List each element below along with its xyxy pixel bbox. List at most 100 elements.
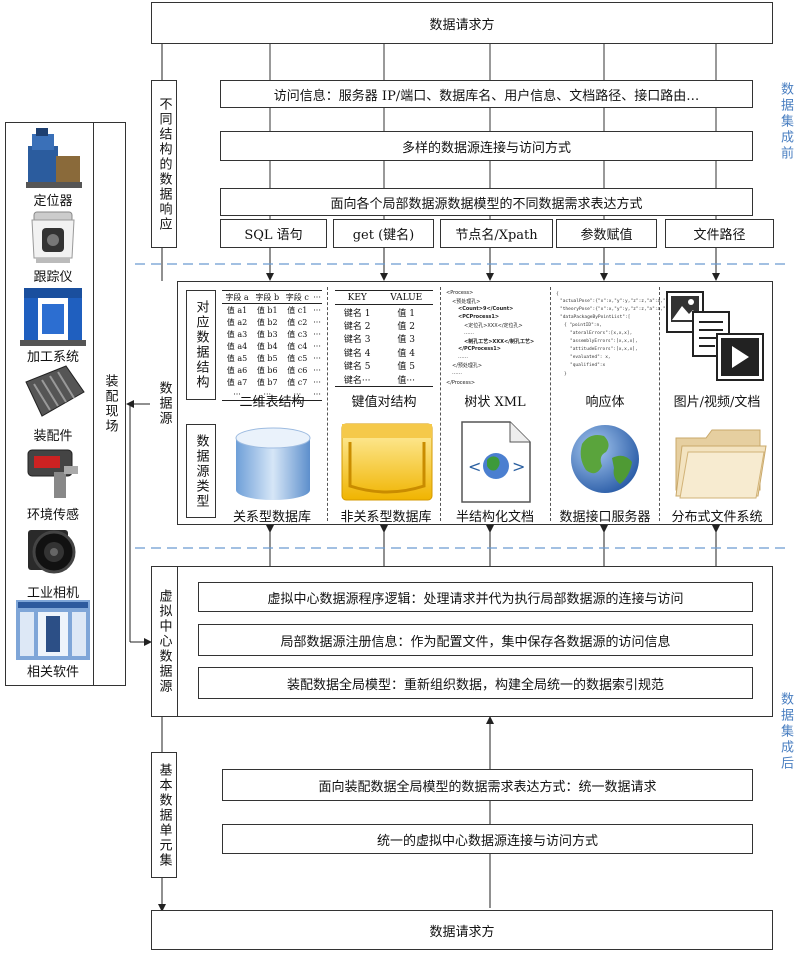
diverse-response-box: 不同结构的数据响应 (151, 80, 177, 248)
json-line: "actualPose":{"x":x,"y":y,"z":z,"a":a,"b… (560, 299, 699, 304)
bottom-requester-label: 数据请求方 (429, 924, 495, 940)
query-sql-box: SQL 语句 (220, 219, 327, 248)
json-line: "evaluated": x, (570, 355, 611, 360)
table-cell: ··· (313, 365, 321, 375)
kv-cell: 键名 2 (343, 321, 371, 332)
table-header-cell: 字段 c (285, 292, 309, 302)
requirement-expression-text: 面向各个局部数据源数据模型的不同数据需求表达方式 (330, 196, 643, 212)
after-integration-label: 数据集成后 (778, 692, 793, 772)
kv-header-row: KEY VALUE (335, 289, 433, 306)
kv-cell: 值 3 (397, 335, 416, 346)
connection-method-box: 多样的数据源连接与访问方式 (220, 131, 753, 161)
kv-cell: 键名 1 (343, 308, 371, 319)
table-cell: 值 c3 (287, 329, 308, 339)
table-cell: 值 b5 (256, 353, 278, 363)
table-cell: ··· (313, 353, 321, 363)
col-sep-2 (440, 287, 441, 521)
json-line: } (564, 372, 567, 377)
folder-icon (675, 429, 767, 499)
type-caption-distributed-fs: 分布式文件系统 (671, 510, 763, 525)
xml-line: <预处理孔> (452, 299, 481, 305)
json-line: "qualified":x (570, 363, 606, 368)
requirement-expression-box: 面向各个局部数据源数据模型的不同数据需求表达方式 (220, 188, 753, 216)
kv-cell: 值 1 (397, 308, 416, 319)
query-param-text: 参数赋值 (580, 228, 633, 243)
type-caption-api-server: 数据接口服务器 (559, 510, 651, 525)
registry-info-box: 局部数据源注册信息：作为配置文件，集中保存各数据源的访问信息 (198, 624, 753, 656)
xml-line: …… (452, 370, 462, 376)
json-line: "assemblyErrors":[x,x,x], (570, 339, 638, 344)
kv-row: 键名 1 值 1 (335, 305, 433, 319)
table-header-cell: 字段 a (225, 292, 249, 302)
table-cell: 值 b6 (256, 365, 278, 375)
table-header-cell: ··· (313, 292, 321, 302)
top-requester-label: 数据请求方 (429, 17, 495, 33)
xml-line: <PCProcess1> (458, 314, 500, 320)
xml-document-icon: < > (461, 421, 531, 503)
assembly-part-icon (25, 365, 85, 417)
table-cell: ··· (263, 389, 272, 399)
assembly-item-label: 工业相机 (26, 586, 79, 601)
table-cell: 值 c4 (287, 341, 308, 351)
kv-cell: 值 4 (397, 348, 416, 359)
query-filepath-box: 文件路径 (665, 219, 774, 248)
table-cell: ··· (313, 377, 321, 387)
basic-data-unit-box: 基本数据单元集 (151, 752, 177, 878)
table-cell: ··· (293, 389, 302, 399)
assembly-item-label: 跟踪仪 (33, 270, 73, 285)
assembly-item-label: 加工系统 (26, 350, 79, 365)
svg-text:<: < (468, 457, 481, 476)
kv-cell: 键名 4 (343, 348, 371, 359)
assembly-site-label: 装配现场 (102, 374, 118, 434)
json-line: "dataPackageByPointList":[ (560, 315, 631, 320)
xml-line: <制孔工艺>XXX</制孔工艺> (464, 339, 535, 345)
global-model-box: 装配数据全局模型：重新组织数据，构建全局统一的数据索引规范 (198, 667, 753, 699)
table-cell: 值 b3 (256, 329, 278, 339)
kv-header-cell: VALUE (379, 289, 433, 306)
type-label-box: 数据源类型 (186, 424, 216, 518)
global-model-text: 装配数据全局模型：重新组织数据，构建全局统一的数据索引规范 (286, 677, 664, 693)
table-cell: ··· (313, 341, 321, 351)
kv-cell: 值 5 (397, 362, 416, 373)
table-cell: ··· (313, 317, 321, 327)
table-cell: 值 a7 (226, 377, 248, 387)
query-get-box: get (键名) (333, 219, 434, 248)
xml-line: </PCProcess1> (458, 346, 501, 352)
table-row: ············ (222, 388, 322, 401)
industrial-camera-icon (28, 530, 76, 574)
machining-system-icon (20, 288, 86, 346)
before-integration-label: 数据集成前 (778, 82, 793, 162)
software-screen-icon (16, 600, 90, 660)
xml-line: <定位孔>XXX</定位孔> (464, 323, 523, 329)
left-bracket-lines (126, 44, 166, 912)
kv-cell: 键名 5 (343, 362, 371, 373)
type-caption-relational: 关系型数据库 (232, 510, 311, 525)
svg-text:>: > (512, 457, 525, 476)
kv-header-cell: KEY (335, 289, 380, 306)
json-line: { (556, 292, 559, 297)
col-sep-1 (327, 287, 328, 521)
unified-request-text: 面向装配数据全局模型的数据需求表达方式：统一数据请求 (318, 779, 657, 795)
table-cell: 值 a2 (226, 317, 248, 327)
xml-line: <Count>9</Count> (458, 306, 514, 312)
basic-data-unit-label: 基本数据单元集 (156, 762, 172, 868)
bottom-requester-box: 数据请求方 (151, 910, 773, 950)
table-cell: ··· (313, 329, 321, 339)
virtual-logic-box: 虚拟中心数据源程序逻辑：处理请求并代为执行局部数据源的连接与访问 (198, 582, 753, 612)
table-cell: 值 a6 (226, 365, 248, 375)
registry-info-text: 局部数据源注册信息：作为配置文件，集中保存各数据源的访问信息 (280, 634, 671, 650)
environment-sensor-icon (27, 449, 78, 498)
table-row: 值 a3 值 b3 值 c3 ··· (222, 328, 322, 340)
table-cell: 值 a3 (226, 329, 248, 339)
type-label: 数据源类型 (193, 433, 209, 509)
assembly-item-label: 装配件 (33, 429, 73, 444)
table-cell: 值 b4 (256, 341, 278, 351)
datasource-divider (177, 281, 178, 525)
type-caption-nonrelational: 非关系型数据库 (340, 510, 432, 525)
